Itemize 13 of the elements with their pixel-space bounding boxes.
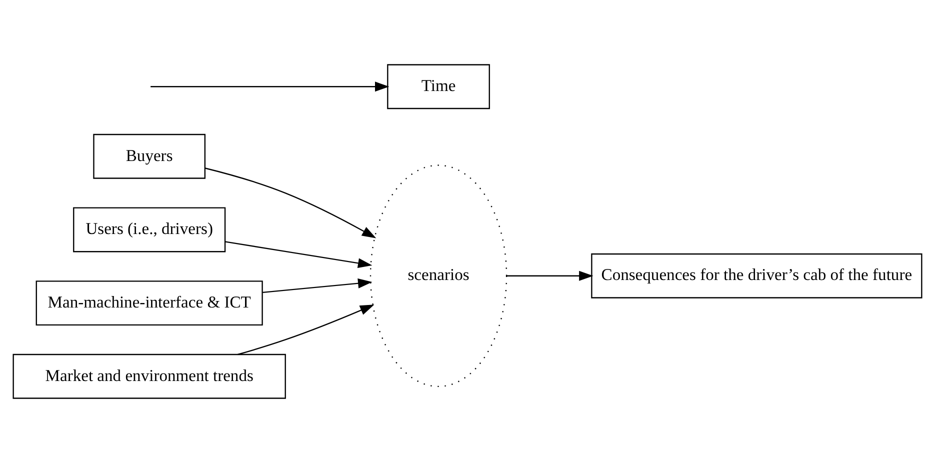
arrow: [506, 270, 594, 281]
node-box: Time: [387, 64, 490, 110]
arrow: [262, 278, 372, 294]
arrow: [238, 304, 374, 356]
arrow: [225, 241, 372, 268]
arrow: [150, 82, 390, 92]
node-box: Buyers: [93, 134, 206, 179]
node-box: Users (i.e., drivers): [73, 207, 226, 252]
node-ellipse: scenarios: [370, 164, 508, 388]
node-box: Market and environment trends: [12, 354, 286, 399]
arrow: [204, 168, 376, 238]
node-box: Consequences for the driver’s cab of the future: [591, 253, 922, 298]
node-box: Man-machine-interface & ICT: [36, 280, 263, 326]
